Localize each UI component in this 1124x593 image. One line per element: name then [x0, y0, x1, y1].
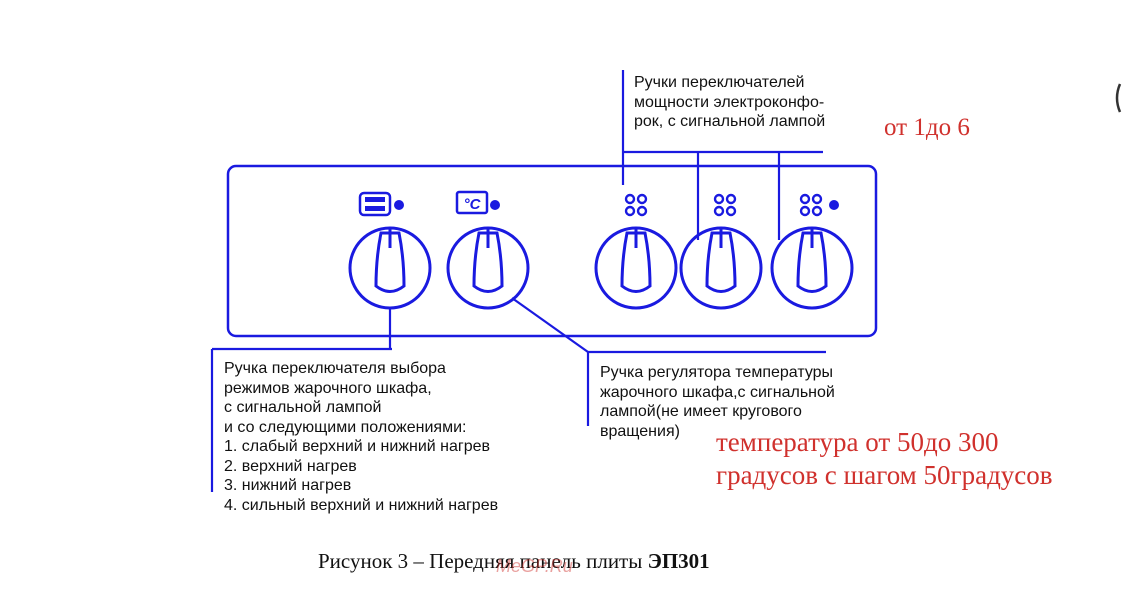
label-line: Ручка переключателя выбора: [224, 360, 446, 377]
burner-icon: [713, 193, 737, 217]
label-line: мощности электроконфо-: [634, 93, 825, 111]
label-line: и со следующими положениями:: [224, 418, 467, 436]
signal-lamp-icon: [490, 200, 500, 210]
thermostat-celsius-icon: °C: [455, 190, 489, 215]
oven-mode-icon: [358, 191, 392, 217]
watermark: MeGP.Ru: [496, 556, 573, 576]
label-line: 4. сильный верхний и нижний нагрев: [224, 496, 499, 514]
burner-callout-lines: [621, 70, 823, 240]
label-line: 3. нижний нагрев: [224, 477, 352, 494]
label-line: 2. верхний нагрев: [224, 457, 357, 475]
label-line: рок, с сигнальной лампой: [634, 113, 826, 130]
thermostat-callout-lines: [511, 297, 826, 426]
figure-caption: Рисунок 3 – Передняя панель плиты ЭП301: [318, 549, 710, 574]
signal-lamp-icon: [394, 200, 404, 210]
burner-range-note: от 1до 6: [884, 114, 970, 141]
mode-knob-label: Ручка переключателя выбора режимов жароч…: [224, 359, 498, 515]
edge-mark: [1115, 83, 1122, 113]
label-line: режимов жарочного шкафа,: [224, 379, 432, 397]
label-line: вращения): [600, 422, 680, 440]
temperature-note-line-1: температура от 50до 300: [716, 427, 999, 457]
label-line: лампой(не имеет кругового: [600, 403, 802, 420]
thermostat-knob: [446, 226, 530, 310]
burner-knobs-label: Ручки переключателей мощности электрокон…: [634, 73, 825, 132]
thermostat-knob-label: Ручка регулятора температуры жарочного ш…: [600, 363, 835, 441]
burner-knob: [679, 226, 763, 310]
burner-icon: [624, 193, 648, 217]
mode-knob: [348, 226, 432, 310]
label-line: жарочного шкафа,с сигнальной: [600, 383, 835, 401]
burner-icon: [799, 193, 823, 217]
label-line: 1. слабый верхний и нижний нагрев: [224, 438, 491, 455]
mode-callout-lines: [210, 309, 392, 492]
burner-knob: [770, 226, 854, 310]
label-line: Ручка регулятора температуры: [600, 364, 834, 381]
label-line: Ручки переключателей: [634, 74, 805, 91]
control-panel: [226, 164, 878, 338]
signal-lamp-icon: [829, 200, 839, 210]
burner-knob: [594, 226, 678, 310]
label-line: с сигнальной лампой: [224, 399, 382, 416]
svg-text:°C: °C: [464, 196, 482, 213]
caption-model: ЭП301: [647, 549, 710, 573]
temperature-note-line-2: градусов с шагом 50градусов: [716, 460, 1053, 490]
caption-text: Рисунок 3 – Передняя панель плиты: [318, 549, 648, 573]
